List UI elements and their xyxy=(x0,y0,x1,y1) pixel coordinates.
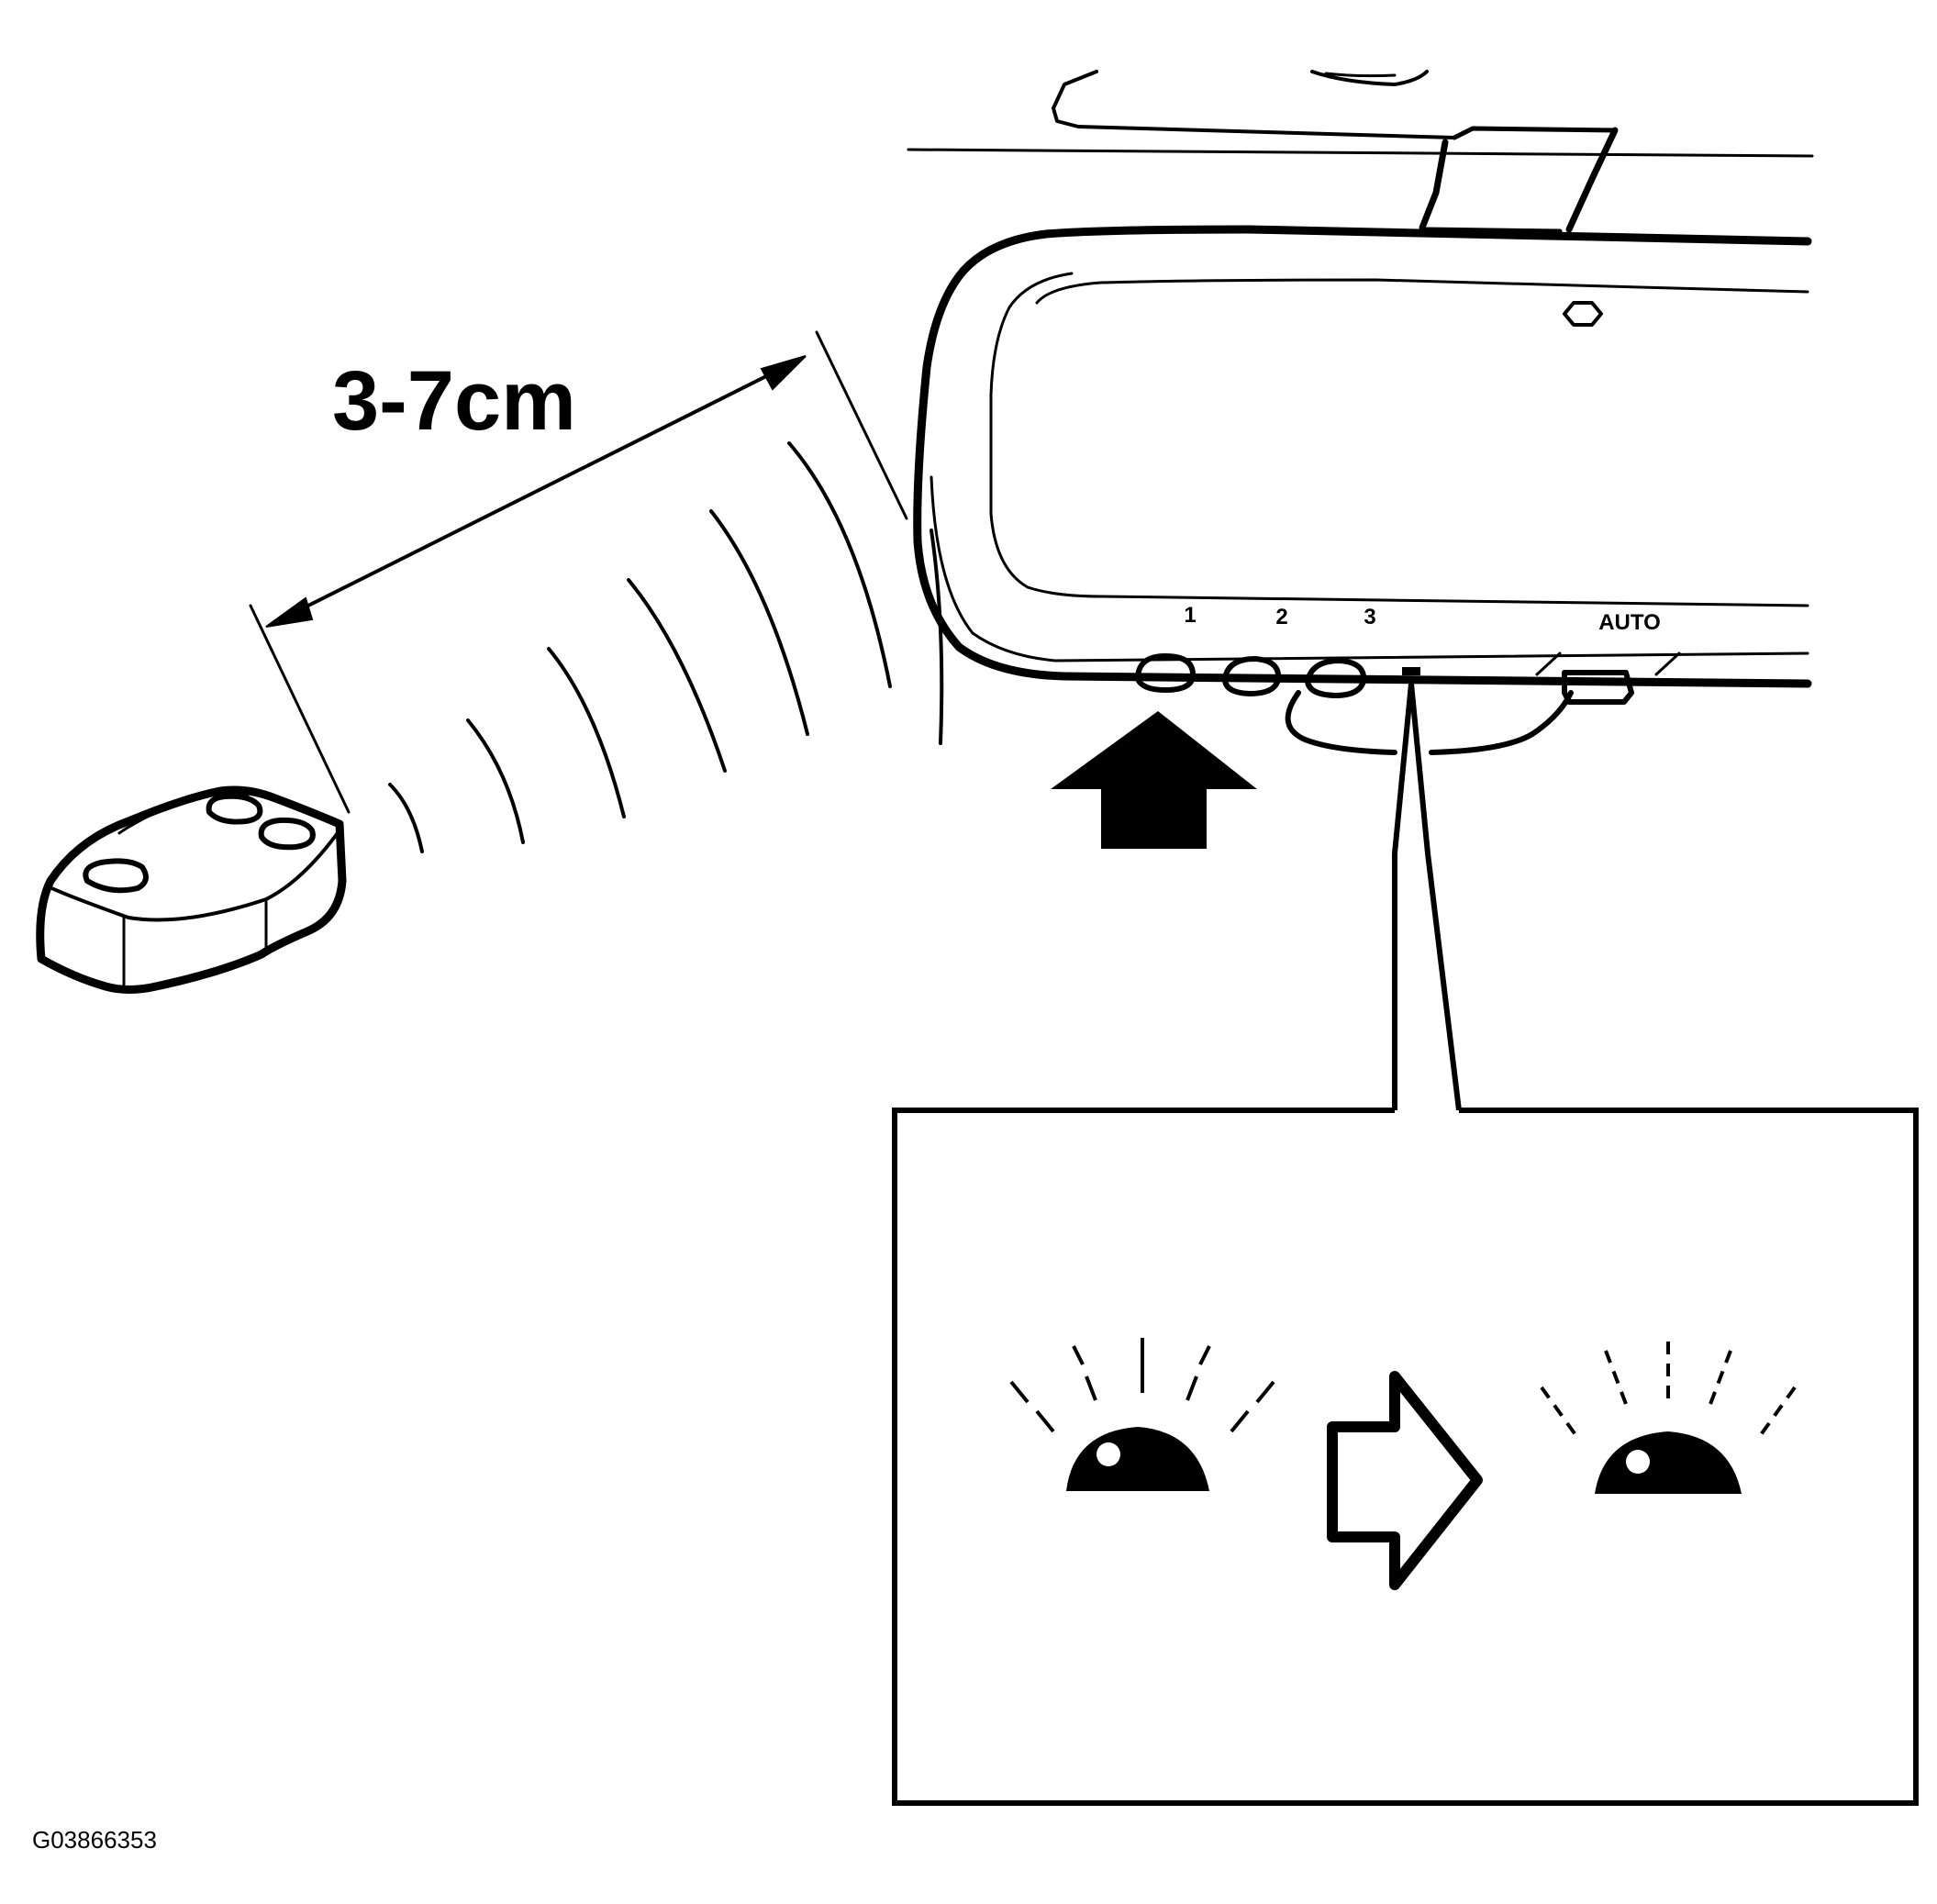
dimension-arrowhead-right xyxy=(760,355,807,391)
mirror-button-3 xyxy=(1305,658,1367,698)
mirror-button-tray xyxy=(1285,690,1574,755)
mirror-button-auto xyxy=(1562,670,1634,705)
callout-leader xyxy=(1392,681,1462,1111)
figure-code: G03866353 xyxy=(32,1826,157,1854)
up-arrow-icon xyxy=(1051,711,1257,849)
mirror-button-2 xyxy=(1222,656,1282,696)
right-arrow-icon xyxy=(1327,1371,1483,1590)
signal-waves xyxy=(388,441,944,853)
mirror-button-label-auto: AUTO xyxy=(1598,610,1661,635)
mirror-button-label-3: 3 xyxy=(1364,605,1375,629)
mirror-button-1 xyxy=(1135,653,1196,693)
dimension-arrowhead-left xyxy=(265,596,314,628)
distance-dimension xyxy=(249,330,908,814)
headliner-lines xyxy=(907,70,1814,234)
rearview-mirror-icon xyxy=(913,225,1812,688)
mirror-indicator-led xyxy=(1402,667,1420,675)
garage-door-remote-icon xyxy=(36,785,347,994)
mirror-button-label-1: 1 xyxy=(1184,603,1196,628)
indicator-lamp-bright-icon xyxy=(1009,1338,1275,1491)
indicator-lamp-flashing-icon xyxy=(1540,1342,1797,1494)
mirror-buttons xyxy=(1135,653,1634,705)
mirror-button-label-2: 2 xyxy=(1275,605,1287,629)
distance-label: 3-7cm xyxy=(332,354,576,448)
